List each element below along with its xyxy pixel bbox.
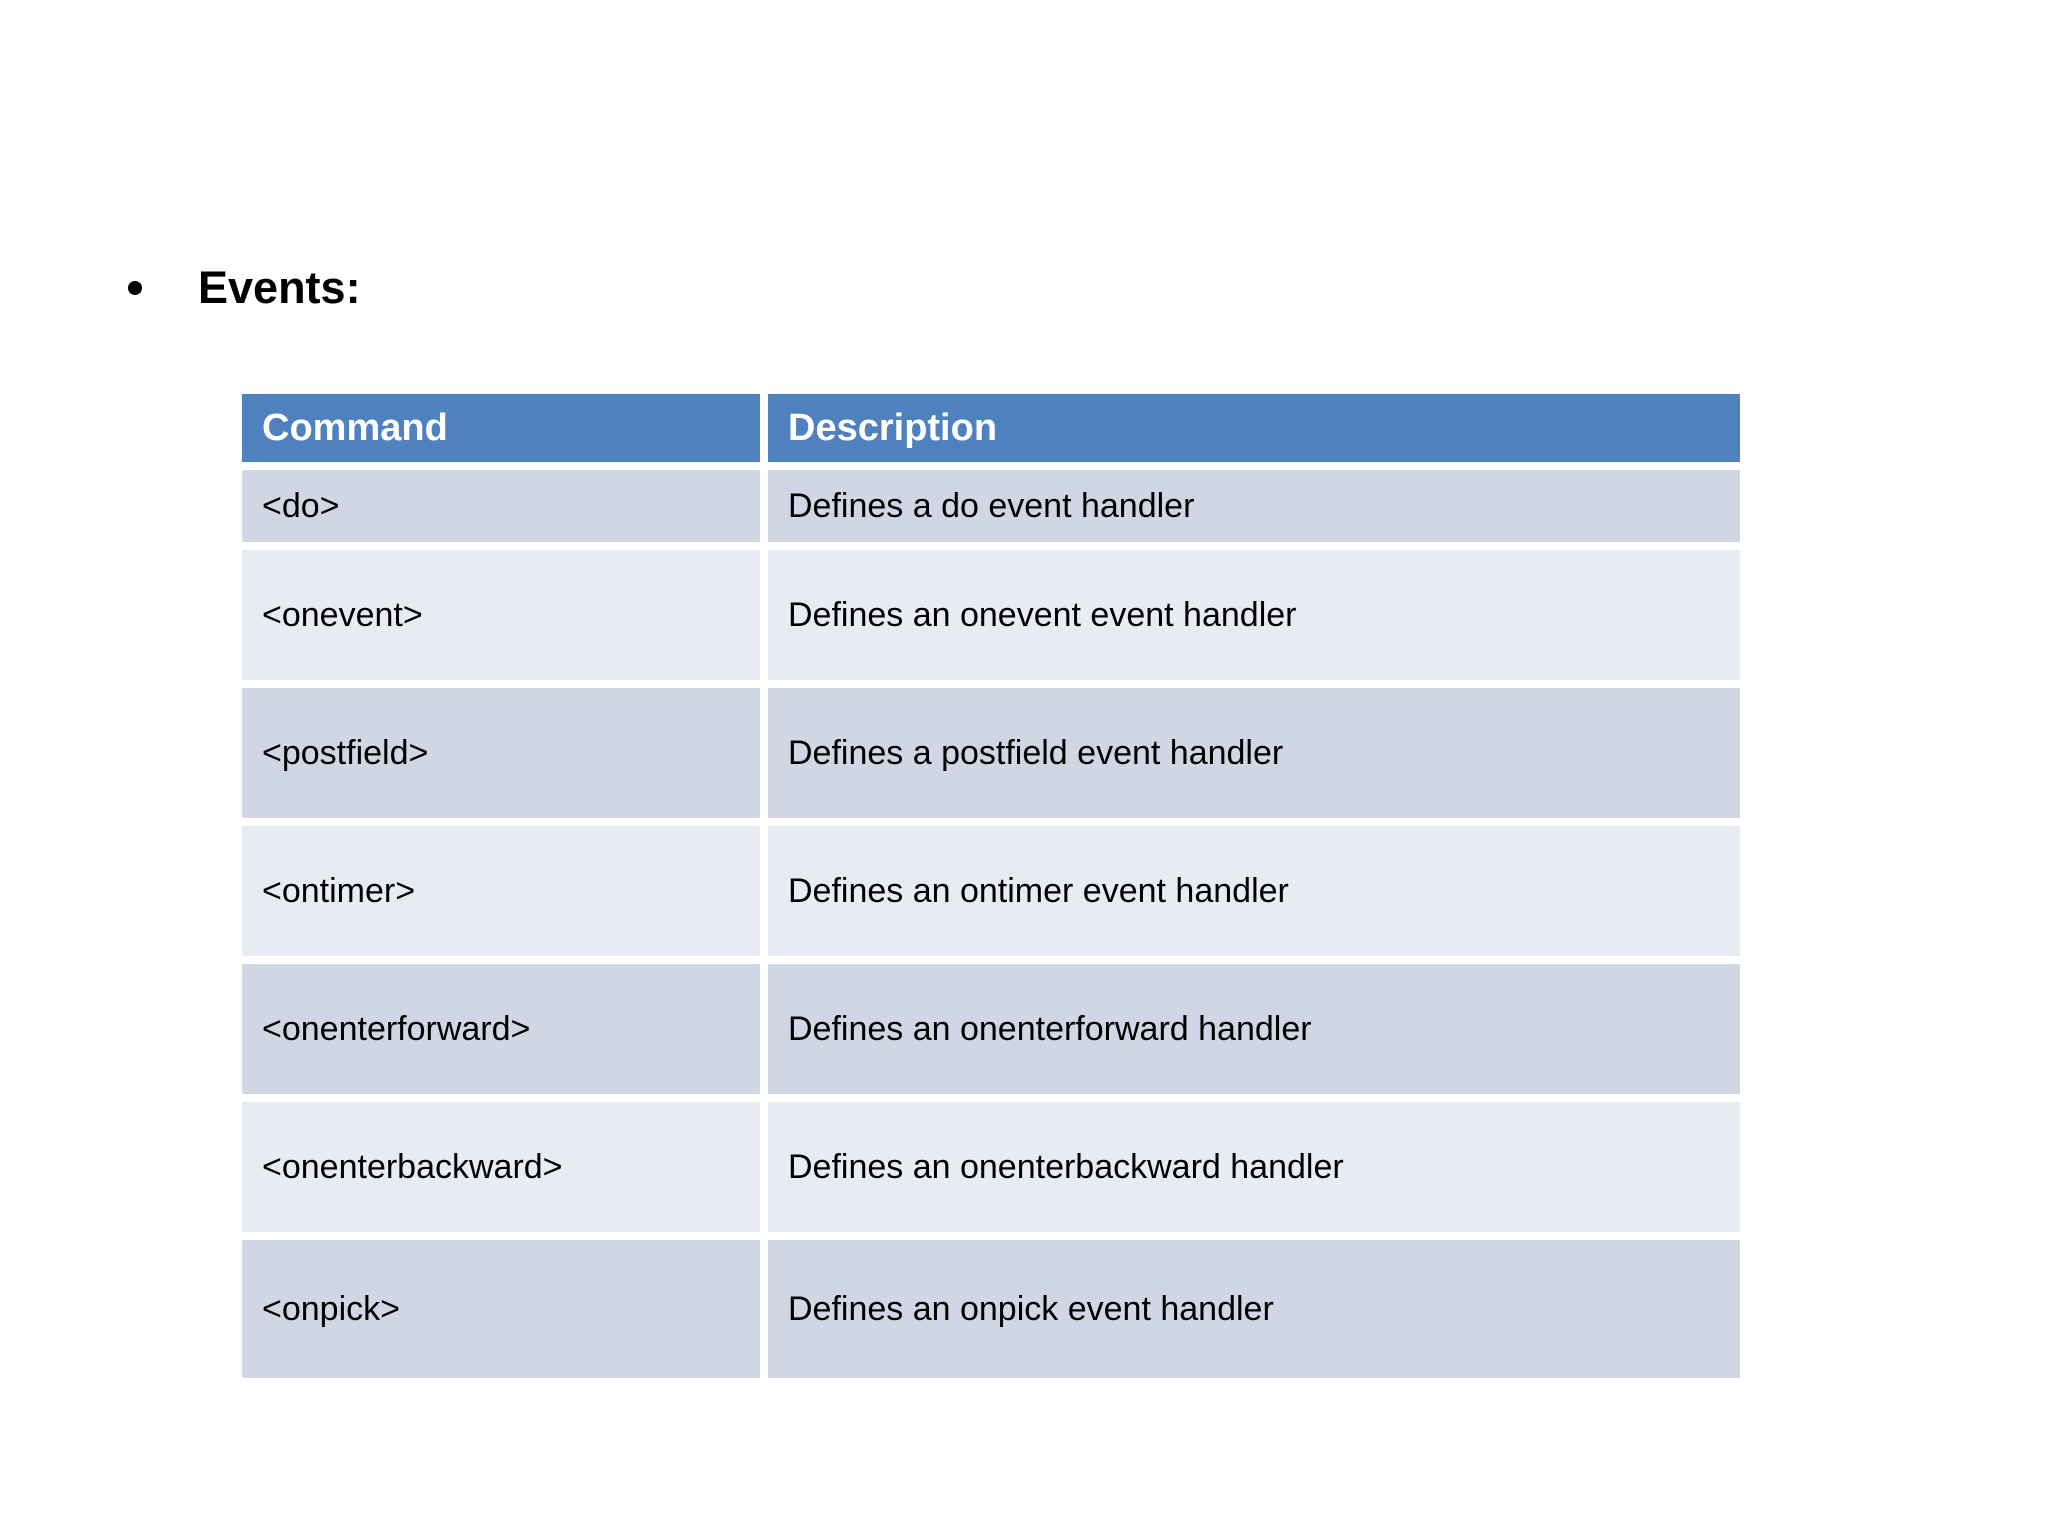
table-row: <postfield> Defines a postfield event ha… [242,688,1740,826]
command-cell: <postfield> [242,688,768,826]
command-cell: <onpick> [242,1240,768,1378]
table-row: <do> Defines a do event handler [242,470,1740,550]
command-cell: <onevent> [242,550,768,688]
description-cell: Defines an onpick event handler [768,1240,1740,1378]
column-header-command: Command [242,394,768,470]
table-header-row: Command Description [242,394,1740,470]
table-row: <onenterbackward> Defines an onenterback… [242,1102,1740,1240]
description-cell: Defines an ontimer event handler [768,826,1740,964]
command-cell: <onenterbackward> [242,1102,768,1240]
table-row: <onevent> Defines an onevent event handl… [242,550,1740,688]
command-cell: <ontimer> [242,826,768,964]
table-row: <onpick> Defines an onpick event handler [242,1240,1740,1378]
table-row: <ontimer> Defines an ontimer event handl… [242,826,1740,964]
events-table: Command Description <do> Defines a do ev… [242,394,1740,1378]
description-cell: Defines a postfield event handler [768,688,1740,826]
description-cell: Defines an onenterbackward handler [768,1102,1740,1240]
column-header-description: Description [768,394,1740,470]
description-cell: Defines a do event handler [768,470,1740,550]
command-cell: <do> [242,470,768,550]
page-title: Events: [198,262,361,313]
bullet-icon [128,281,142,295]
table-row: <onenterforward> Defines an onenterforwa… [242,964,1740,1102]
heading-line: Events: [128,262,361,314]
description-cell: Defines an onenterforward handler [768,964,1740,1102]
description-cell: Defines an onevent event handler [768,550,1740,688]
command-cell: <onenterforward> [242,964,768,1102]
